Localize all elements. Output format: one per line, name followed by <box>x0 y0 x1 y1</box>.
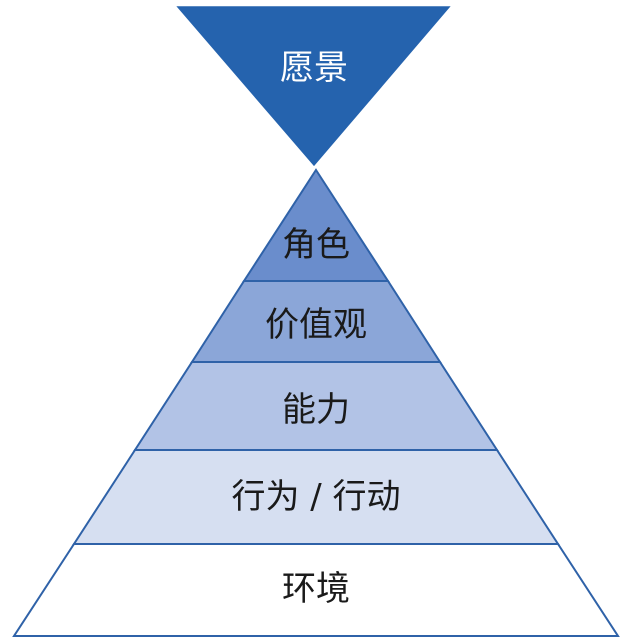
vision-label: 愿景 <box>280 48 348 88</box>
level-values-label: 价值观 <box>265 305 367 345</box>
level-behavior-label: 行为 / 行动 <box>231 477 400 517</box>
level-environment-label: 环境 <box>282 569 350 609</box>
level-role-label: 角色 <box>282 225 350 265</box>
level-environment <box>12 543 620 637</box>
level-capability-label: 能力 <box>282 390 350 430</box>
vision-triangle <box>176 6 451 167</box>
